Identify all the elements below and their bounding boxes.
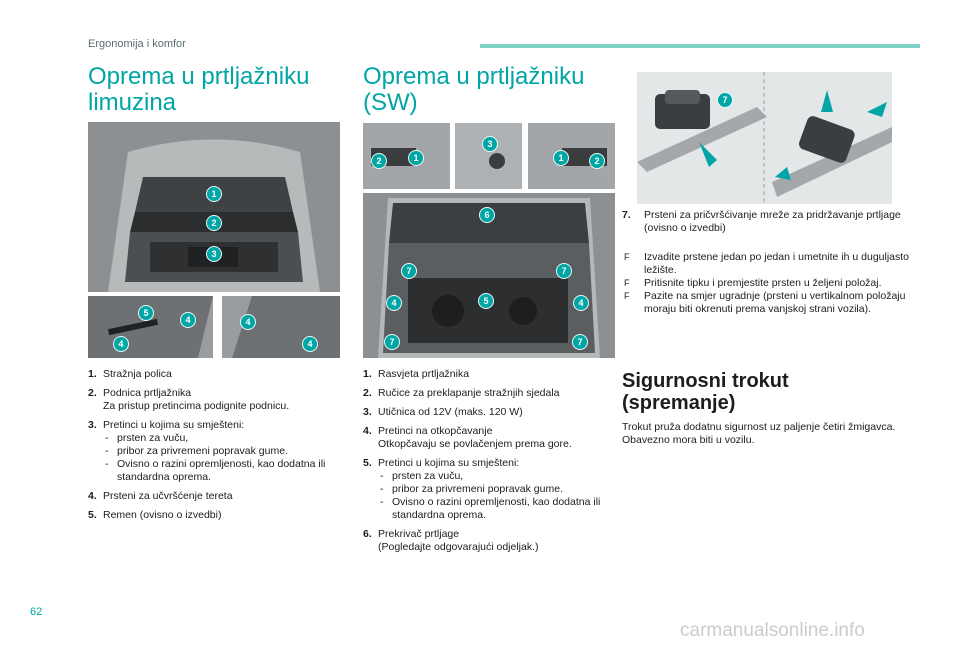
step-text: Pritisnite tipku i premjestite prsten u … xyxy=(644,277,882,289)
sub-list-item: Ovisno o razini opremljenosti, kao dodat… xyxy=(378,496,613,522)
callout-7: 7 xyxy=(401,263,417,279)
list-item: 2. Ručice za preklapanje stražnjih sjedal… xyxy=(363,387,613,400)
sub-list-item: pribor za privremeni popravak gume. xyxy=(103,445,338,458)
sub-list: prsten za vuču,pribor za privremeni popr… xyxy=(103,432,338,484)
list-item-text: Za pristup pretincima podignite podnicu. xyxy=(103,400,290,412)
list-item-number: 3. xyxy=(88,419,97,431)
list-item-text: Remen (ovisno o izvedbi) xyxy=(103,509,222,521)
step-marker-icon: F xyxy=(624,291,630,301)
callout-5: 5 xyxy=(478,293,494,309)
list-item-number: 1. xyxy=(88,368,97,380)
note-7-number: 7. xyxy=(622,209,631,221)
callout-4: 4 xyxy=(573,295,589,311)
limuzina-side-left-photo xyxy=(88,296,213,358)
callout-4: 4 xyxy=(113,336,129,352)
list-item-number: 4. xyxy=(88,490,97,502)
callout-1: 1 xyxy=(553,150,569,166)
step-marker-icon: F xyxy=(624,278,630,288)
callout-7: 7 xyxy=(384,334,400,350)
list-item-number: 3. xyxy=(363,406,372,418)
trokut-text: Trokut pruža dodatnu sigurnost uz paljen… xyxy=(622,421,912,447)
callout-4: 4 xyxy=(240,314,256,330)
sub-list: prsten za vuču,pribor za privremeni popr… xyxy=(378,470,613,522)
list-item: 1. Stražnja polica xyxy=(88,368,338,381)
step-text: Izvadite prstene jedan po jedan i umetni… xyxy=(644,251,910,276)
list-item-number: 5. xyxy=(363,457,372,469)
list-item-number: 1. xyxy=(363,368,372,380)
list-item-number: 6. xyxy=(363,528,372,540)
tie-down-ring-illustration xyxy=(637,72,892,204)
list-item: 3. Pretinci u kojima su smješteni:prsten … xyxy=(88,419,338,484)
step-marker-icon: F xyxy=(624,252,630,262)
title-trokut: Sigurnosni trokut (spremanje) xyxy=(622,370,789,414)
list-item-number: 4. xyxy=(363,425,372,437)
note-7: 7. Prsteni za pričvršćivanje mreže za pr… xyxy=(622,209,912,235)
list-item-text: Pretinci u kojima su smješteni: xyxy=(103,419,245,431)
page-number: 62 xyxy=(30,606,43,618)
list-item-number: 5. xyxy=(88,509,97,521)
list-item-text: Prekrivač prtljage xyxy=(378,528,460,540)
list-item: 5. Remen (ovisno o izvedbi) xyxy=(88,509,338,522)
list-item-text: Pretinci na otkopčavanje xyxy=(378,425,493,437)
steps-list: F Izvadite prstene jedan po jedan i umetn… xyxy=(622,251,912,316)
limuzina-trunk-photo xyxy=(88,122,340,292)
limuzina-side-right-photo xyxy=(222,296,340,358)
list-item-text: Otkopčavaju se povlačenjem prema gore. xyxy=(378,438,572,450)
callout-7: 7 xyxy=(556,263,572,279)
callout-4: 4 xyxy=(302,336,318,352)
sw-top-mid-photo xyxy=(455,123,522,189)
list-item-text: (Pogledajte odgovarajući odjeljak.) xyxy=(378,541,539,553)
trokut-line: Obavezno mora biti u vozilu. xyxy=(622,434,755,446)
list-item-text: Utičnica od 12V (maks. 120 W) xyxy=(378,406,523,418)
trokut-line: Trokut pruža dodatnu sigurnost uz paljen… xyxy=(622,421,896,433)
list-item: 6. Prekrivač prtljage(Pogledajte odgovara… xyxy=(363,528,613,554)
sub-list-item: prsten za vuču, xyxy=(378,470,613,483)
title-limuzina: Oprema u prtljažniku limuzina xyxy=(88,63,310,116)
callout-2: 2 xyxy=(206,215,222,231)
list-item-number: 2. xyxy=(363,387,372,399)
step-item: F Pazite na smjer ugradnje (prsteni u ver… xyxy=(622,290,912,316)
list-item-text: Rasvjeta prtljažnika xyxy=(378,368,470,380)
title-sw: Oprema u prtljažniku (SW) xyxy=(363,63,585,116)
callout-7: 7 xyxy=(572,334,588,350)
callout-1: 1 xyxy=(206,186,222,202)
list-item: 1. Rasvjeta prtljažnika xyxy=(363,368,613,381)
sub-list-item: Ovisno o razini opremljenosti, kao dodat… xyxy=(103,458,338,484)
list-item-text: Prsteni za učvršćenje tereta xyxy=(103,490,233,502)
section-label: Ergonomija i komfor xyxy=(88,38,186,50)
step-item: F Izvadite prstene jedan po jedan i umetn… xyxy=(622,251,912,277)
callout-7: 7 xyxy=(717,92,733,108)
list-item: 4. Prsteni za učvršćenje tereta xyxy=(88,490,338,503)
callout-2: 2 xyxy=(589,153,605,169)
step-text: Pazite na smjer ugradnje (prsteni u vert… xyxy=(644,290,906,315)
list-item-number: 2. xyxy=(88,387,97,399)
list-sw: 1. Rasvjeta prtljažnika 2. Ručice za prekla… xyxy=(363,368,613,560)
callout-3: 3 xyxy=(206,246,222,262)
list-item: 3. Utičnica od 12V (maks. 120 W) xyxy=(363,406,613,419)
watermark: carmanualsonline.info xyxy=(680,620,865,641)
callout-5: 5 xyxy=(138,305,154,321)
list-item: 5. Pretinci u kojima su smješteni:prsten … xyxy=(363,457,613,522)
step-item: F Pritisnite tipku i premjestite prsten u… xyxy=(622,277,912,290)
list-item-text: Ručice za preklapanje stražnjih sjedala xyxy=(378,387,560,399)
list-item-text: Pretinci u kojima su smješteni: xyxy=(378,457,520,469)
list-item-text: Stražnja polica xyxy=(103,368,172,380)
callout-1: 1 xyxy=(408,150,424,166)
callout-2: 2 xyxy=(371,153,387,169)
sub-list-item: prsten za vuču, xyxy=(103,432,338,445)
callout-6: 6 xyxy=(479,207,495,223)
callout-4: 4 xyxy=(386,295,402,311)
sub-list-item: pribor za privremeni popravak gume. xyxy=(378,483,613,496)
callout-3: 3 xyxy=(482,136,498,152)
section-bar xyxy=(480,44,920,48)
list-item-text: Podnica prtljažnika xyxy=(103,387,192,399)
callout-4: 4 xyxy=(180,312,196,328)
note-7-text: Prsteni za pričvršćivanje mreže za pridr… xyxy=(644,209,901,234)
